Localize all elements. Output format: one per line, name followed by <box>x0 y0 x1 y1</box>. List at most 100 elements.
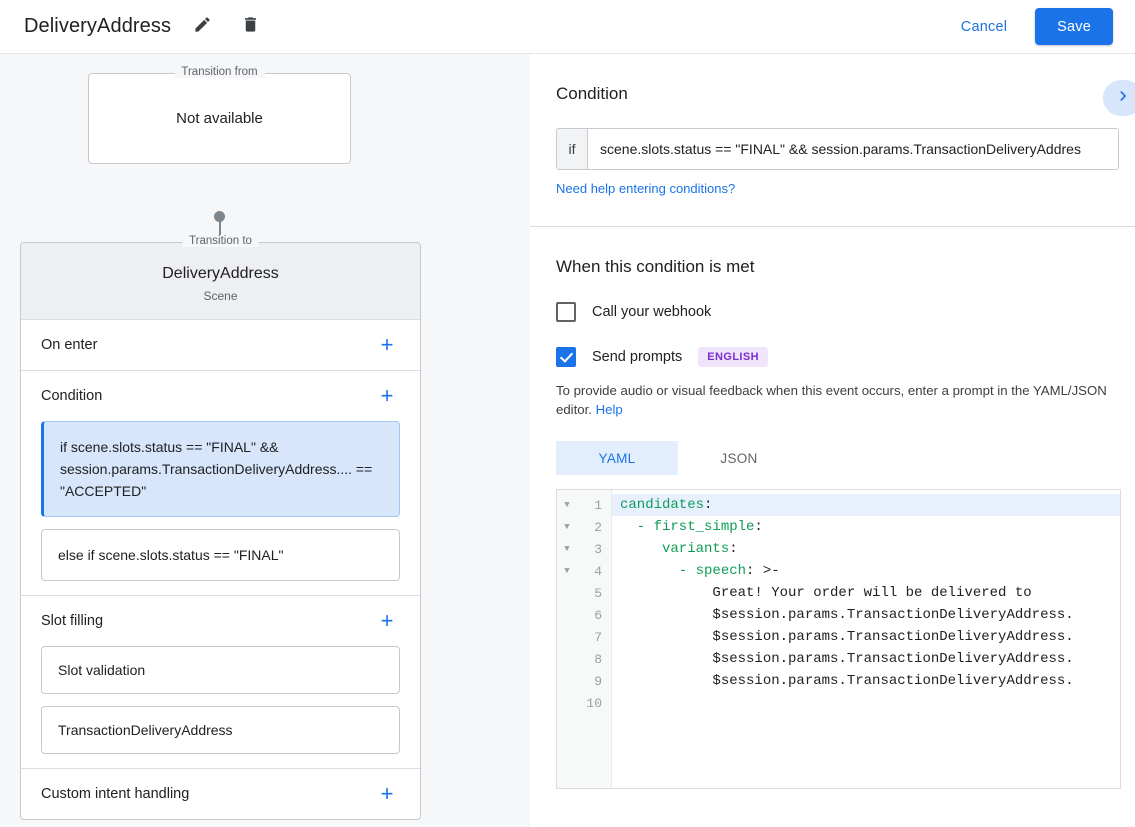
editor-code-line: Great! Your order will be delivered to <box>620 585 1032 601</box>
scene-header: DeliveryAddress Scene <box>21 243 420 320</box>
cancel-button[interactable]: Cancel <box>947 11 1021 43</box>
line-number: 3 <box>594 541 602 557</box>
editor-line-number: 9 <box>557 670 611 692</box>
prompts-help-link[interactable]: Help <box>595 402 623 417</box>
scene-name: DeliveryAddress <box>162 265 279 282</box>
line-number: 8 <box>594 651 602 667</box>
fold-arrow-icon[interactable]: ▼ <box>564 522 570 532</box>
line-number: 7 <box>594 629 602 645</box>
yaml-key: candidates <box>620 497 705 513</box>
condition-card[interactable]: else if scene.slots.status == "FINAL" <box>41 529 400 581</box>
editor-line-number: 7 <box>557 626 611 648</box>
editor-line-number: 10 <box>557 692 611 714</box>
editor-line-number: ▼3 <box>557 538 611 560</box>
panel-divider <box>530 226 1135 227</box>
tab-yaml[interactable]: YAML <box>556 441 678 475</box>
divider <box>21 768 420 769</box>
add-slot-filling-icon[interactable]: + <box>380 608 394 633</box>
fold-arrow-icon[interactable]: ▼ <box>564 566 570 576</box>
condition-detail-panel: Condition if scene.slots.status == "FINA… <box>530 54 1135 827</box>
transition-from-value: Not available <box>176 110 263 127</box>
save-button[interactable]: Save <box>1035 8 1113 45</box>
editor-code-line: $session.params.TransactionDeliveryAddre… <box>620 629 1074 645</box>
condition-section: Condition if scene.slots.status == "FINA… <box>530 54 1135 198</box>
editor-line-number: 8 <box>557 648 611 670</box>
editor-line-number: ▼1 <box>557 494 611 516</box>
fold-arrow-icon[interactable]: ▼ <box>564 544 570 554</box>
editor-line-number: 5 <box>557 582 611 604</box>
transition-from-box[interactable]: Transition from Not available <box>88 66 351 164</box>
transition-from-legend: Transition from <box>174 66 265 78</box>
yaml-text: : <box>729 541 738 557</box>
editor-code-line: candidates: <box>612 494 1120 516</box>
line-number: 5 <box>594 585 602 601</box>
transition-to-card: Transition to DeliveryAddress Scene On e… <box>20 235 421 820</box>
page-title: DeliveryAddress <box>24 15 172 37</box>
divider <box>21 370 420 371</box>
editor-code-area[interactable]: candidates: - first_simple: variants: - … <box>612 490 1120 788</box>
section-on-enter[interactable]: On enter + <box>21 320 420 370</box>
section-slot-filling[interactable]: Slot filling + <box>21 596 420 646</box>
editor-code-line <box>612 692 1120 714</box>
section-condition[interactable]: Condition + <box>21 371 420 421</box>
condition-if-prefix: if <box>557 129 588 169</box>
prompts-helper-sentence: To provide audio or visual feedback when… <box>556 383 1107 417</box>
scene-type: Scene <box>203 289 238 303</box>
divider <box>21 595 420 596</box>
section-custom-intent-handling-label: Custom intent handling <box>41 786 190 802</box>
condition-section-title: Condition <box>556 84 628 103</box>
line-number: 9 <box>594 673 602 689</box>
call-webhook-checkbox[interactable] <box>556 302 576 322</box>
prompts-helper-text: To provide audio or visual feedback when… <box>556 381 1109 419</box>
call-webhook-label: Call your webhook <box>592 304 712 320</box>
editor-line-number: ▼2 <box>557 516 611 538</box>
editor-code-line: - speech: >- <box>612 560 1120 582</box>
section-condition-label: Condition <box>41 388 103 404</box>
line-number: 4 <box>594 563 602 579</box>
yaml-text: : <box>704 497 713 513</box>
expand-panel-button[interactable] <box>1103 80 1135 116</box>
condition-card-selected[interactable]: if scene.slots.status == "FINAL" && sess… <box>41 421 400 517</box>
add-on-enter-icon[interactable]: + <box>380 332 394 357</box>
line-number: 6 <box>594 607 602 623</box>
editor-line-number: 6 <box>557 604 611 626</box>
edit-button[interactable] <box>185 10 219 44</box>
pencil-icon <box>193 15 212 39</box>
slot-card-transaction-delivery-address[interactable]: TransactionDeliveryAddress <box>41 706 400 754</box>
editor-code-line: $session.params.TransactionDeliveryAddre… <box>620 651 1074 667</box>
line-number: 2 <box>594 519 602 535</box>
when-condition-met-title: When this condition is met <box>556 257 755 276</box>
add-custom-intent-icon[interactable]: + <box>380 781 394 806</box>
delete-button[interactable] <box>233 10 267 44</box>
line-number: 1 <box>594 497 602 513</box>
transition-flow-panel: Transition from Not available Transition… <box>0 54 530 827</box>
send-prompts-label: Send prompts <box>592 349 683 365</box>
language-badge: ENGLISH <box>698 347 768 367</box>
editor-code-line: $session.params.TransactionDeliveryAddre… <box>620 673 1074 689</box>
editor-code-line: $session.params.TransactionDeliveryAddre… <box>620 607 1074 623</box>
condition-input[interactable]: scene.slots.status == "FINAL" && session… <box>588 129 1118 169</box>
line-number: 10 <box>586 695 602 711</box>
condition-list: if scene.slots.status == "FINAL" && sess… <box>21 421 420 595</box>
send-prompts-checkbox[interactable] <box>556 347 576 367</box>
editor-code-line: variants: <box>612 538 1120 560</box>
section-custom-intent-handling[interactable]: Custom intent handling + <box>21 769 420 819</box>
fold-arrow-icon[interactable]: ▼ <box>564 500 570 510</box>
yaml-text: : >- <box>746 563 780 579</box>
call-webhook-row[interactable]: Call your webhook <box>556 302 1109 322</box>
tab-json[interactable]: JSON <box>720 450 758 466</box>
editor-line-number: ▼4 <box>557 560 611 582</box>
section-slot-filling-label: Slot filling <box>41 613 104 629</box>
send-prompts-row[interactable]: Send prompts ENGLISH <box>556 347 1109 367</box>
add-condition-icon[interactable]: + <box>380 383 394 408</box>
condition-input-group[interactable]: if scene.slots.status == "FINAL" && sess… <box>556 128 1119 170</box>
editor-format-tabs: YAML JSON <box>556 441 1109 475</box>
connector-dot <box>214 211 225 222</box>
slot-list: Slot validation TransactionDeliveryAddre… <box>21 646 420 768</box>
trash-icon <box>241 15 260 39</box>
condition-help-link[interactable]: Need help entering conditions? <box>556 181 736 196</box>
top-app-bar: DeliveryAddress Cancel Save <box>0 0 1135 54</box>
slot-card-validation[interactable]: Slot validation <box>41 646 400 694</box>
